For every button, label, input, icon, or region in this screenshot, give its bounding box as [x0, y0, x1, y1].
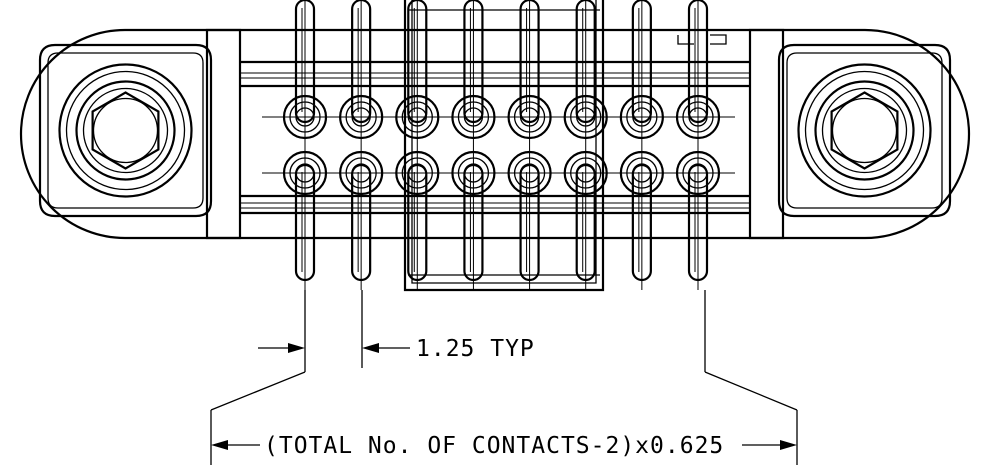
centerlines	[262, 116, 735, 174]
contact-pin-upper	[294, 0, 316, 124]
contact-pin-upper	[519, 0, 540, 124]
contact-pin-lower	[631, 163, 652, 282]
contact-pin-lower	[407, 163, 428, 282]
contact-pin-upper	[463, 0, 484, 124]
contact-pin-lower	[575, 163, 596, 282]
overall-dimension-label: (TOTAL No. OF CONTACTS-2)x0.625	[264, 433, 724, 459]
key-tab	[677, 34, 727, 45]
contact-pin-upper	[407, 0, 428, 124]
contact-pin-upper	[687, 0, 709, 124]
right-mounting-flange	[777, 43, 952, 218]
dimension-overall	[210, 290, 798, 465]
contact-pin-lower	[294, 163, 316, 282]
latch-block	[403, 0, 605, 292]
contact-pin-upper	[351, 0, 372, 124]
contact-pin-lower	[687, 163, 709, 282]
contact-pin-lower	[519, 163, 540, 282]
contact-pins	[282, 0, 721, 290]
connector-body	[19, 28, 971, 240]
contact-pin-upper	[631, 0, 652, 124]
dimension-pitch	[258, 290, 410, 372]
left-mounting-flange	[38, 43, 213, 218]
contact-pin-lower	[351, 163, 372, 282]
contact-pin-upper	[575, 0, 596, 124]
pitch-dimension-label: 1.25 TYP	[416, 336, 535, 362]
contact-pin-lower	[463, 163, 484, 282]
